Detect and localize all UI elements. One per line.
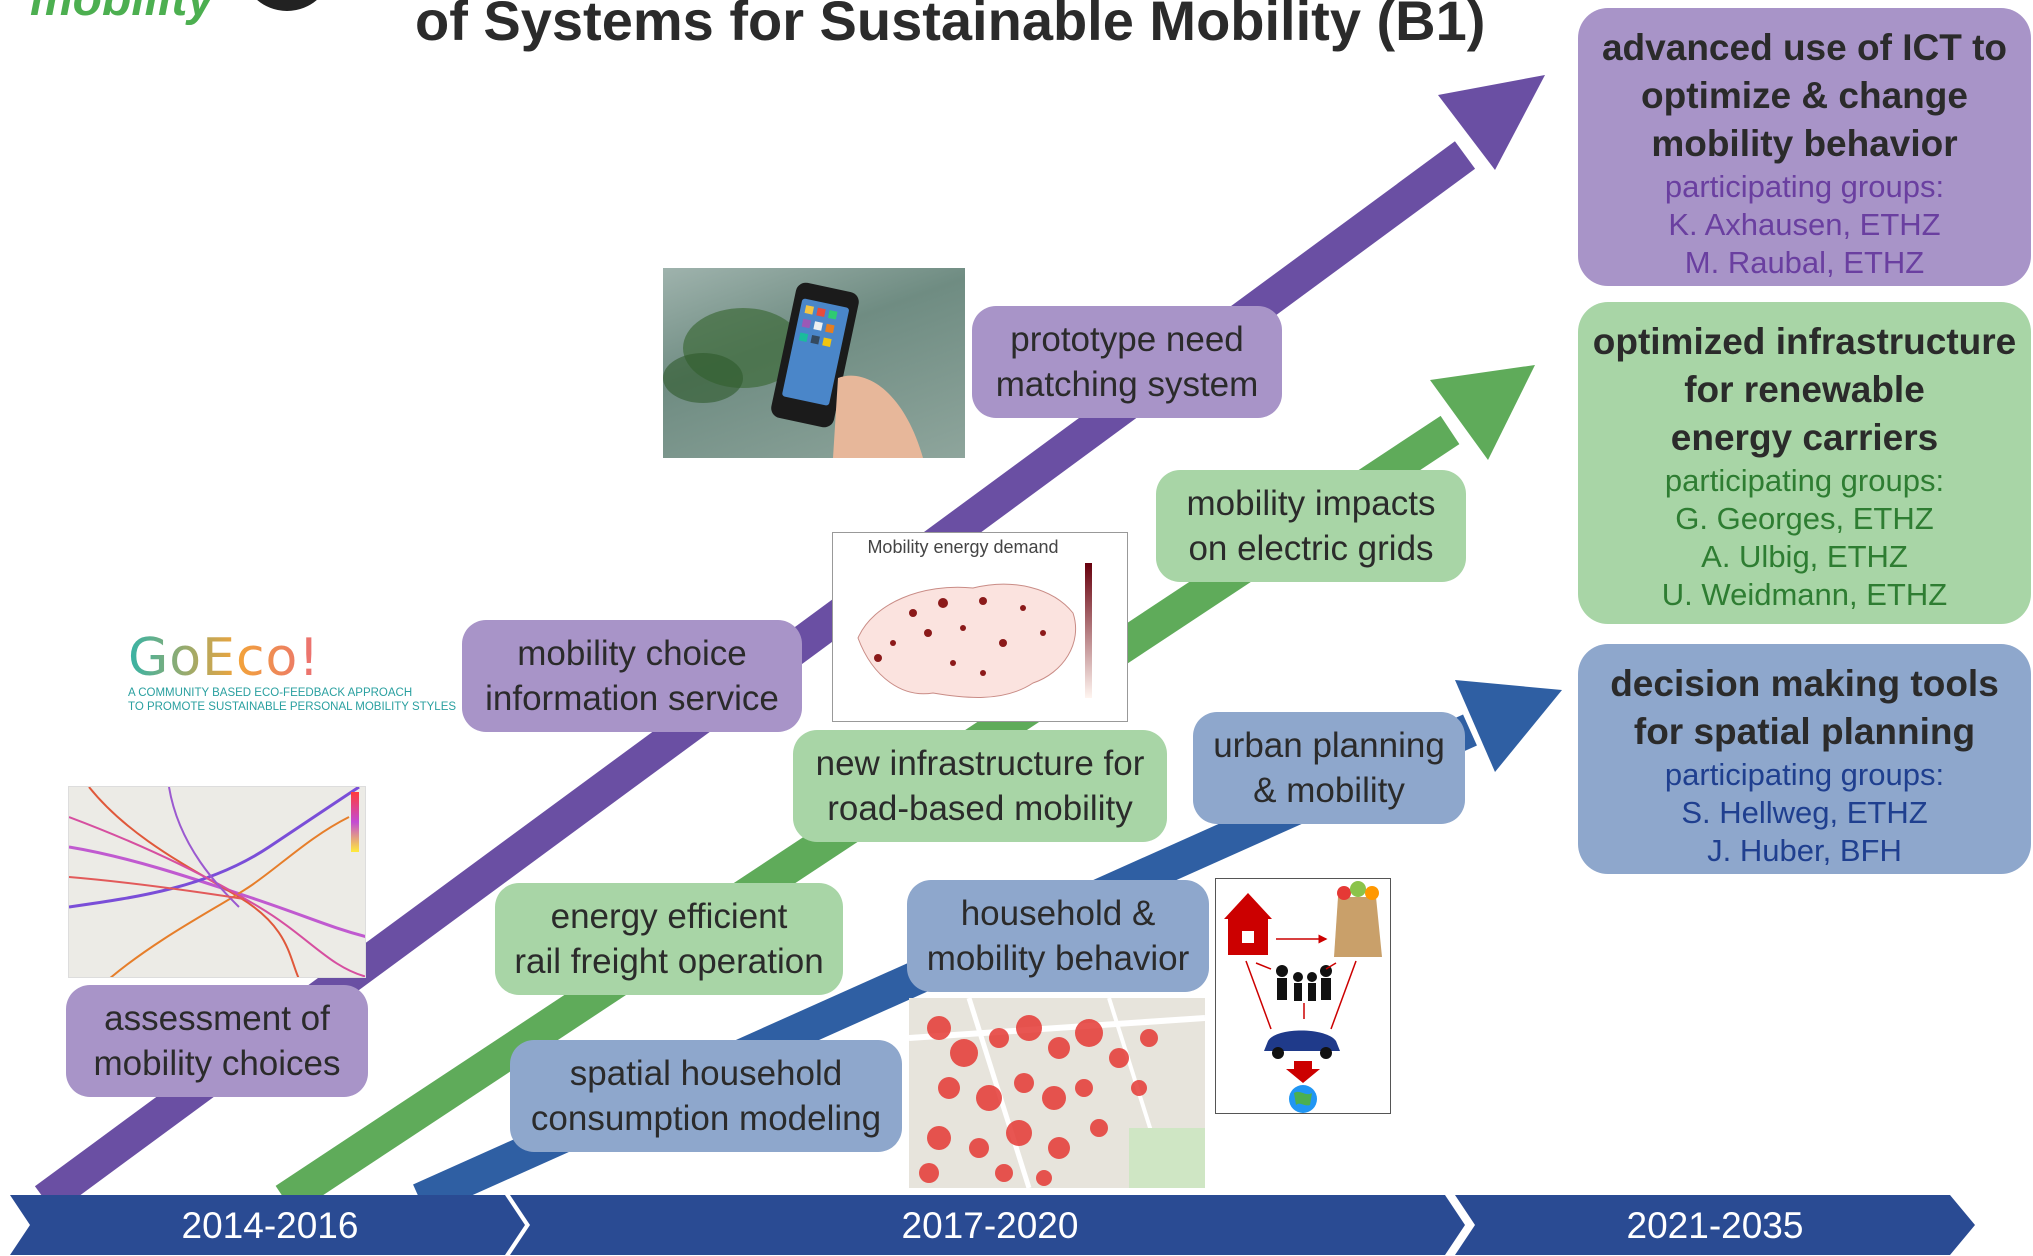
logo-wheel-icon — [232, 0, 342, 20]
goeco-logo-text: GoEco! — [128, 630, 458, 686]
energy-map-title: Mobility energy demand — [867, 537, 1059, 557]
timeline-segment-3 — [1455, 1195, 1975, 1255]
participating-groups-label: participating groups: — [1664, 757, 1945, 792]
box-spatial-household: spatial household consumption modeling — [510, 1040, 902, 1152]
box-urban-planning: urban planning & mobility — [1193, 712, 1465, 824]
box-line: & mobility — [1253, 771, 1405, 810]
box-household-mobility: household & mobility behavior — [907, 880, 1209, 992]
group-member: A. Ulbig, ETHZ — [1701, 539, 1908, 574]
participating-groups-label: participating groups: — [1664, 463, 1945, 498]
box-mobility-impacts-grids: mobility impacts on electric grids — [1156, 470, 1466, 582]
timeline-label-3: 2021-2035 — [1626, 1205, 1804, 1246]
group-member: M. Raubal, ETHZ — [1684, 245, 1925, 280]
logo-text: mobility — [30, 0, 214, 27]
heatmap-icon — [909, 998, 1205, 1188]
box-line: mobility choices — [93, 1044, 341, 1083]
goal-title-line: decision making tools — [1610, 663, 1999, 704]
goal-ict-mobility: advanced use of ICT to optimize & change… — [1578, 8, 2031, 286]
page-title: of Systems for Sustainable Mobility (B1) — [415, 0, 1486, 52]
group-member: J. Huber, BFH — [1707, 833, 1902, 868]
box-line: spatial household — [569, 1054, 843, 1093]
box-new-infrastructure: new infrastructure for road-based mobili… — [793, 730, 1167, 842]
box-line: on electric grids — [1188, 529, 1434, 568]
box-line: urban planning — [1213, 726, 1445, 765]
blue-arrowhead — [1455, 680, 1562, 772]
box-line: assessment of — [104, 999, 330, 1038]
energy-map-icon — [857, 563, 1092, 698]
box-assessment-mobility-choices: assessment of mobility choices — [66, 985, 368, 1097]
box-line: new infrastructure for — [815, 744, 1145, 783]
goal-spatial-planning: decision making tools for spatial planni… — [1578, 644, 2031, 874]
timeline-segment-2 — [510, 1195, 1465, 1255]
route-map-icon — [69, 787, 365, 977]
household-icon — [1224, 881, 1382, 1113]
box-line: road-based mobility — [827, 789, 1133, 828]
goal-title-line: mobility behavior — [1651, 123, 1958, 164]
goal-title-line: energy carriers — [1670, 417, 1939, 458]
timeline-label-1: 2014-2016 — [181, 1205, 359, 1246]
group-member: S. Hellweg, ETHZ — [1681, 795, 1928, 830]
box-mobility-choice-information: mobility choice information service — [462, 620, 802, 732]
route-map-image — [68, 786, 366, 978]
box-line: prototype need — [1010, 320, 1244, 359]
box-line: household & — [960, 894, 1156, 933]
purple-arrowhead — [1438, 75, 1545, 170]
box-prototype-need-matching: prototype need matching system — [972, 306, 1282, 418]
box-energy-efficient-rail: energy efficient rail freight operation — [495, 883, 843, 995]
green-arrowhead — [1430, 365, 1535, 460]
goeco-tagline: A COMMUNITY BASED ECO-FEEDBACK APPROACH — [128, 687, 413, 699]
box-line: information service — [485, 679, 779, 718]
goal-title-line: advanced use of ICT to — [1601, 27, 2007, 68]
goal-title-line: optimized infrastructure — [1592, 321, 2017, 362]
smartphone-icon — [663, 282, 923, 458]
participating-groups-label: participating groups: — [1664, 169, 1945, 204]
group-member: K. Axhausen, ETHZ — [1668, 207, 1941, 242]
goeco-logo: GoEco! A COMMUNITY BASED ECO-FEEDBACK AP… — [128, 630, 458, 715]
timeline-label-2: 2017-2020 — [901, 1205, 1079, 1246]
goal-title-line: optimize & change — [1641, 75, 1968, 116]
smartphone-photo — [663, 268, 965, 458]
box-line: mobility behavior — [926, 939, 1190, 978]
goal-renewable-infrastructure: optimized infrastructure for renewable e… — [1578, 302, 2031, 624]
box-line: consumption modeling — [530, 1099, 882, 1138]
red-dot-map — [909, 998, 1205, 1188]
box-line: mobility impacts — [1186, 484, 1436, 523]
box-line: energy efficient — [550, 897, 788, 936]
household-diagram — [1215, 878, 1391, 1114]
box-line: mobility choice — [517, 634, 747, 673]
energy-demand-map: Mobility energy demand — [832, 532, 1128, 722]
box-line: matching system — [995, 365, 1259, 404]
group-member: G. Georges, ETHZ — [1675, 501, 1934, 536]
group-member: U. Weidmann, ETHZ — [1661, 577, 1948, 612]
goal-title-line: for spatial planning — [1633, 711, 1976, 752]
goeco-tagline: TO PROMOTE SUSTAINABLE PERSONAL MOBILITY… — [128, 701, 457, 713]
goal-title-line: for renewable — [1684, 369, 1925, 410]
timeline-segment-1 — [10, 1195, 525, 1255]
box-line: rail freight operation — [514, 942, 824, 981]
